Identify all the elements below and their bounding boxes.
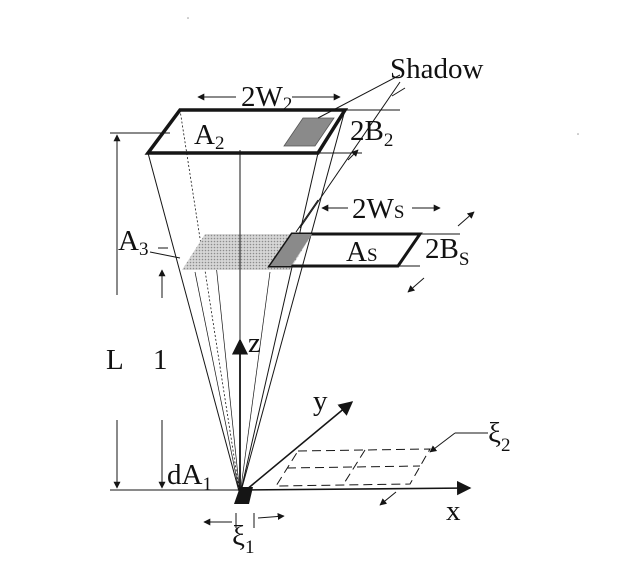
dimension-2bs — [398, 211, 475, 293]
x-axis — [239, 480, 472, 496]
label-2bs: 2BS — [425, 233, 469, 270]
label-2ws: 2WS — [352, 193, 404, 225]
speck — [577, 133, 579, 135]
speck — [187, 17, 189, 19]
label-as: AS — [346, 236, 378, 268]
label-x: x — [446, 495, 461, 527]
base-plane — [275, 448, 431, 487]
a3-leader — [149, 251, 181, 259]
label-y: y — [313, 385, 328, 417]
dimension-one — [158, 247, 168, 489]
plane-a2 — [144, 108, 349, 155]
label-l: L — [106, 344, 124, 376]
label-da1: dA1 — [167, 459, 212, 495]
label-a2: A2 — [194, 119, 224, 154]
shadow-region-a2 — [283, 117, 335, 147]
shadow-overlap-as — [270, 234, 312, 266]
label-xi1: ξ1 — [232, 520, 254, 558]
label-2b2: 2B2 — [350, 115, 393, 151]
shadow-leaders — [299, 74, 401, 229]
dimension-xi1 — [203, 512, 285, 528]
view-cone — [147, 109, 346, 496]
dimension-l — [110, 132, 240, 491]
differential-area-da1 — [234, 487, 253, 504]
y-axis — [239, 401, 354, 496]
label-xi2: ξ2 — [488, 417, 510, 456]
label-2w2: 2W2 — [241, 81, 292, 115]
dimension-2ws — [295, 199, 441, 233]
label-z: z — [248, 327, 261, 359]
label-one: 1 — [153, 344, 168, 376]
dimension-2b2 — [320, 87, 406, 161]
dimension-xi2 — [379, 432, 488, 506]
label-shadow: Shadow — [390, 53, 484, 85]
label-a3: A3 — [118, 225, 148, 260]
